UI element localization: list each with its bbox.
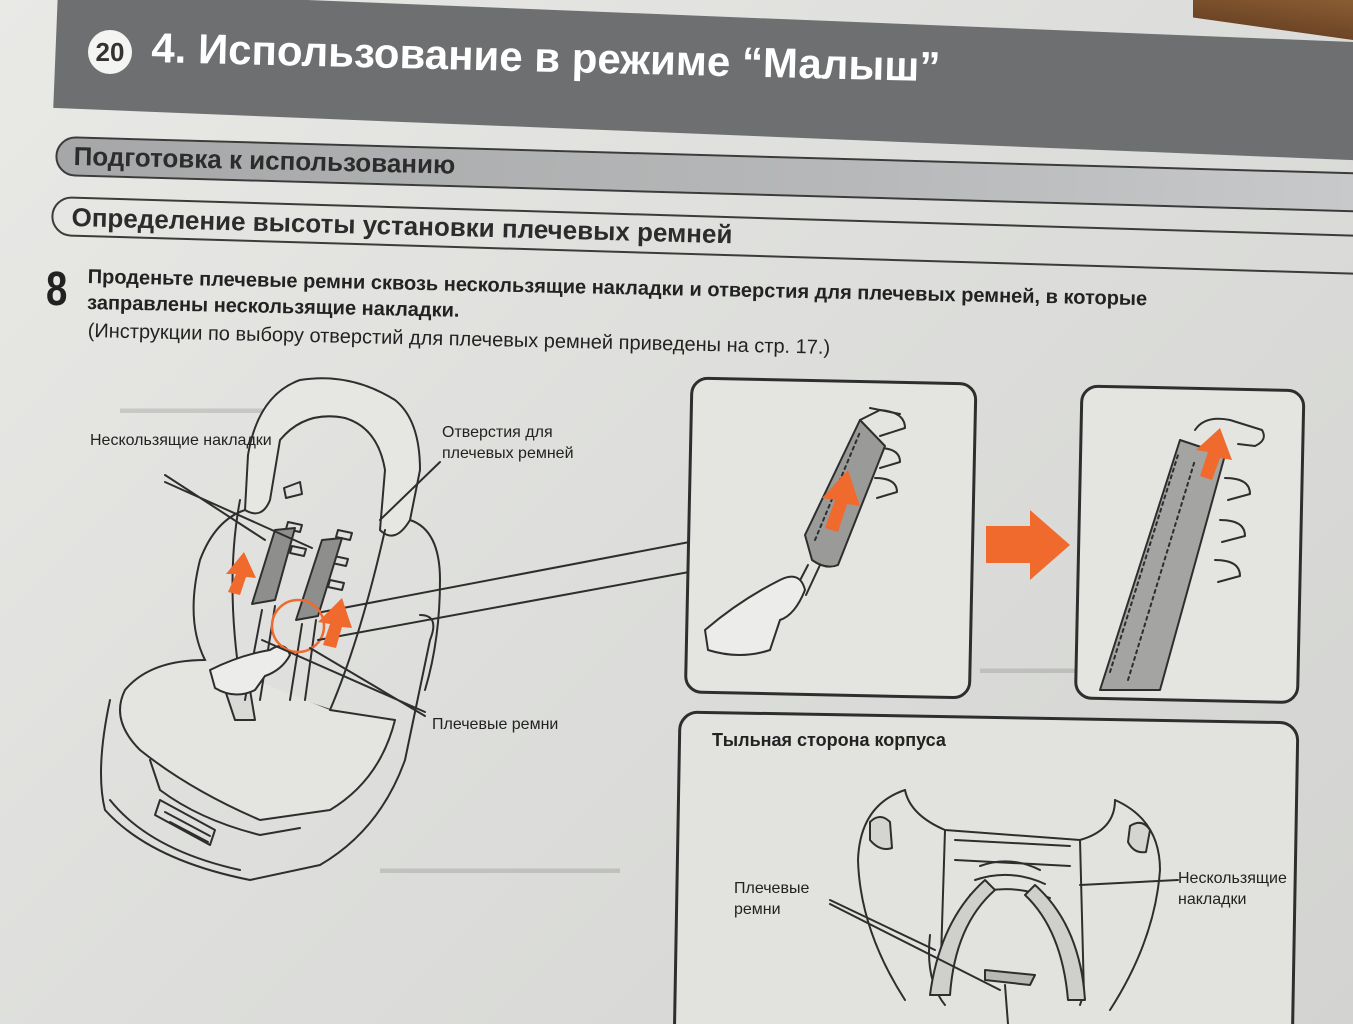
label-pads: Нескользящие накладки — [90, 430, 272, 451]
up-arrow-icon — [226, 552, 256, 595]
back-label-pads: Нескользящие накладки — [1178, 868, 1288, 910]
car-seat-illustration — [101, 378, 700, 880]
label-holes: Отверстия для плечевых ремней — [442, 422, 602, 464]
label-straps: Плечевые ремни — [432, 714, 558, 735]
back-label-straps: Плечевые ремни — [734, 878, 834, 920]
right-arrow-icon — [986, 510, 1070, 580]
back-view-title: Тыльная сторона корпуса — [712, 730, 946, 751]
